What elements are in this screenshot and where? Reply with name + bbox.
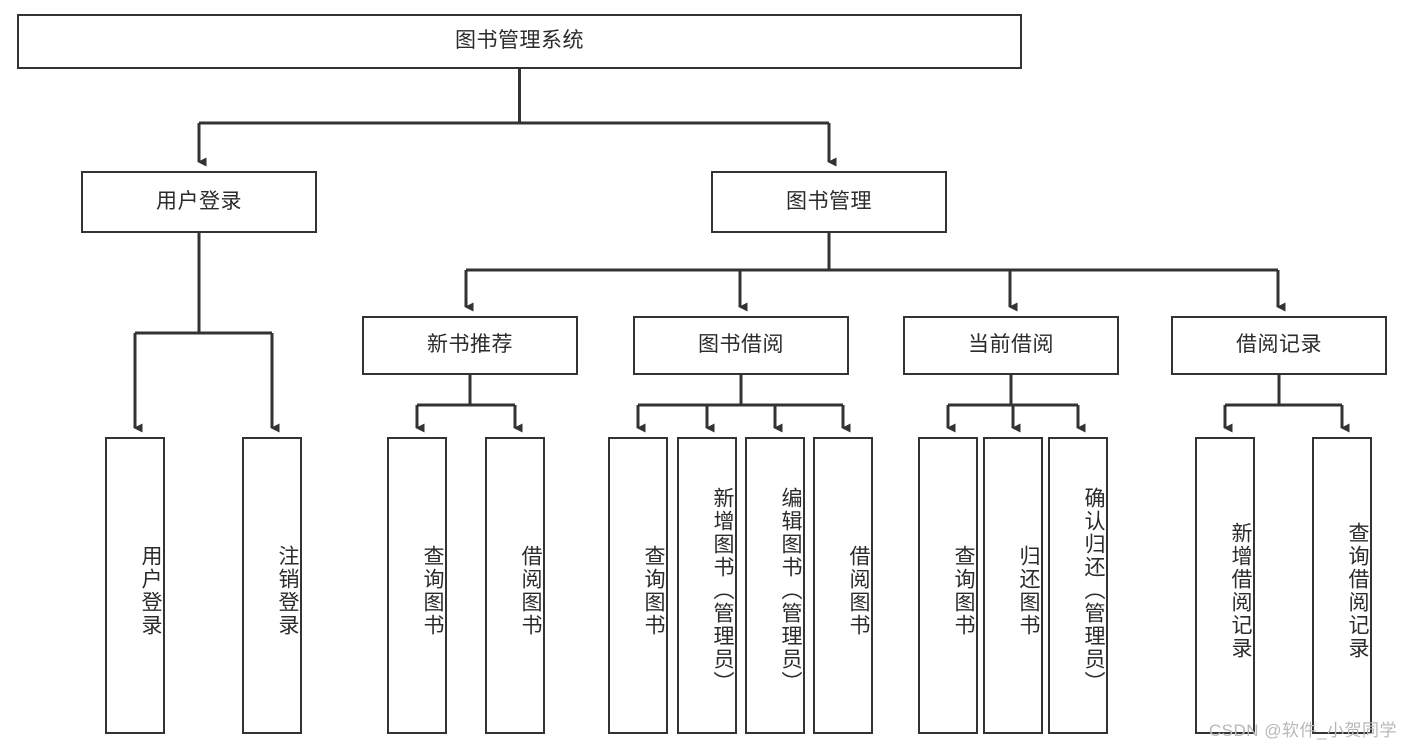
node-borrow-record-label: 借阅记录 — [1236, 333, 1322, 357]
leaf-query-book-borrow[interactable]: 查询图书 — [608, 437, 668, 734]
node-current-borrow-label: 当前借阅 — [968, 333, 1054, 357]
leaf-user-login[interactable]: 用户登录 — [105, 437, 165, 734]
csdn-watermark: CSDN @软件_小贺同学 — [1208, 721, 1397, 740]
leaf-add-record-label: 新增借阅记录 — [1229, 521, 1252, 660]
node-user-login[interactable]: 用户登录 — [81, 171, 317, 233]
node-new-book-rec[interactable]: 新书推荐 — [362, 316, 578, 375]
node-current-borrow[interactable]: 当前借阅 — [903, 316, 1119, 375]
leaf-edit-book[interactable]: 编辑图书（管理员） — [745, 437, 805, 734]
leaf-query-book-rec-label: 查询图书 — [421, 544, 444, 637]
leaf-query-record[interactable]: 查询借阅记录 — [1312, 437, 1372, 734]
leaf-user-logout[interactable]: 注销登录 — [242, 437, 302, 734]
leaf-query-book-rec[interactable]: 查询图书 — [387, 437, 447, 734]
node-root[interactable]: 图书管理系统 — [17, 14, 1022, 69]
leaf-borrow-book-rec-label: 借阅图书 — [519, 544, 542, 637]
leaf-user-login-label: 用户登录 — [139, 544, 162, 637]
node-book-manage[interactable]: 图书管理 — [711, 171, 947, 233]
leaf-borrow-book[interactable]: 借阅图书 — [813, 437, 873, 734]
leaf-query-book-current-label: 查询图书 — [952, 544, 975, 637]
leaf-confirm-return-label: 确认归还（管理员） — [1082, 487, 1105, 694]
leaf-add-book-label: 新增图书（管理员） — [711, 487, 734, 694]
node-book-borrow-label: 图书借阅 — [698, 333, 784, 357]
leaf-add-book[interactable]: 新增图书（管理员） — [677, 437, 737, 734]
leaf-query-book-borrow-label: 查询图书 — [642, 544, 665, 637]
leaf-confirm-return[interactable]: 确认归还（管理员） — [1048, 437, 1108, 734]
node-user-login-label: 用户登录 — [156, 189, 242, 213]
leaf-borrow-book-label: 借阅图书 — [847, 544, 870, 637]
leaf-query-book-current[interactable]: 查询图书 — [918, 437, 978, 734]
node-borrow-record[interactable]: 借阅记录 — [1171, 316, 1387, 375]
leaf-add-record[interactable]: 新增借阅记录 — [1195, 437, 1255, 734]
leaf-user-logout-label: 注销登录 — [276, 544, 299, 637]
node-root-label: 图书管理系统 — [455, 29, 584, 53]
node-book-borrow[interactable]: 图书借阅 — [633, 316, 849, 375]
leaf-edit-book-label: 编辑图书（管理员） — [779, 487, 802, 694]
leaf-borrow-book-rec[interactable]: 借阅图书 — [485, 437, 545, 734]
node-new-book-rec-label: 新书推荐 — [427, 333, 513, 357]
leaf-query-record-label: 查询借阅记录 — [1346, 521, 1369, 660]
leaf-return-book[interactable]: 归还图书 — [983, 437, 1043, 734]
node-book-manage-label: 图书管理 — [786, 189, 872, 213]
leaf-return-book-label: 归还图书 — [1017, 544, 1040, 637]
